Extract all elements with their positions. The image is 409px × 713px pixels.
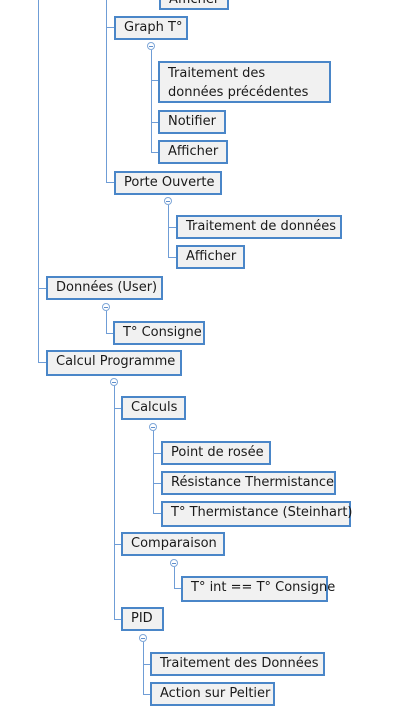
branch-line [174,588,182,589]
branch-line [151,122,159,123]
branch-line [168,205,169,258]
branch-line [106,27,115,28]
node-afficher[interactable]: Afficher [159,0,229,10]
node-comparaison[interactable]: Comparaison [121,532,225,556]
branch-line [114,408,122,409]
branch-line [38,362,47,363]
branch-line [114,544,122,545]
branch-line [114,385,115,620]
branch-line [38,0,39,363]
branch-line [153,430,154,514]
branch-line [114,619,122,620]
collapse-toggle-icon[interactable] [102,303,110,311]
branch-line [151,152,159,153]
branch-line [106,182,115,183]
branch-line [143,664,151,665]
branch-line [38,288,47,289]
node-t-consigne[interactable]: T° Consigne [113,321,205,345]
branch-line [174,567,175,589]
node-calculs[interactable]: Calculs [121,396,186,420]
collapse-toggle-icon[interactable] [147,42,155,50]
node-notifier[interactable]: Notifier [158,110,226,134]
branch-line [168,257,177,258]
node-t-thermistance-steinhart[interactable]: T° Thermistance (Steinhart) [161,501,353,527]
node-traitement-de-donnees[interactable]: Traitement de données [176,215,342,239]
branch-line [168,227,177,228]
branch-line [106,0,107,183]
collapse-toggle-icon[interactable] [110,378,118,386]
branch-line [143,642,144,695]
collapse-toggle-icon[interactable] [170,559,178,567]
node-afficher[interactable]: Afficher [176,245,245,269]
node-graph-t[interactable]: Graph T° [114,16,188,40]
node-porte-ouverte[interactable]: Porte Ouverte [114,171,222,195]
branch-line [153,483,162,484]
node-pid[interactable]: PID [121,607,164,631]
branch-line [151,50,152,153]
branch-line [153,453,162,454]
branch-line [106,311,107,334]
collapse-toggle-icon[interactable] [149,423,157,431]
branch-line [153,513,162,514]
node-traitement-donnees-precedentes[interactable]: Traitement des données précédentes [158,61,331,103]
collapse-toggle-icon[interactable] [164,197,172,205]
node-traitement-des-donnees[interactable]: Traitement des Données [150,652,325,676]
node-point-de-rosee[interactable]: Point de rosée [161,441,271,465]
node-donnees-user[interactable]: Données (User) [46,276,163,300]
collapse-toggle-icon[interactable] [139,634,147,642]
branch-line [106,333,114,334]
node-afficher[interactable]: Afficher [158,140,228,164]
node-t-int-eq-t-consigne[interactable]: T° int == T° Consigne [181,576,335,602]
node-calcul-programme[interactable]: Calcul Programme [46,350,182,376]
node-action-sur-peltier[interactable]: Action sur Peltier [150,682,275,706]
branch-line [143,694,151,695]
node-resistance-thermistance[interactable]: Résistance Thermistance [161,471,336,495]
branch-line [151,80,159,81]
